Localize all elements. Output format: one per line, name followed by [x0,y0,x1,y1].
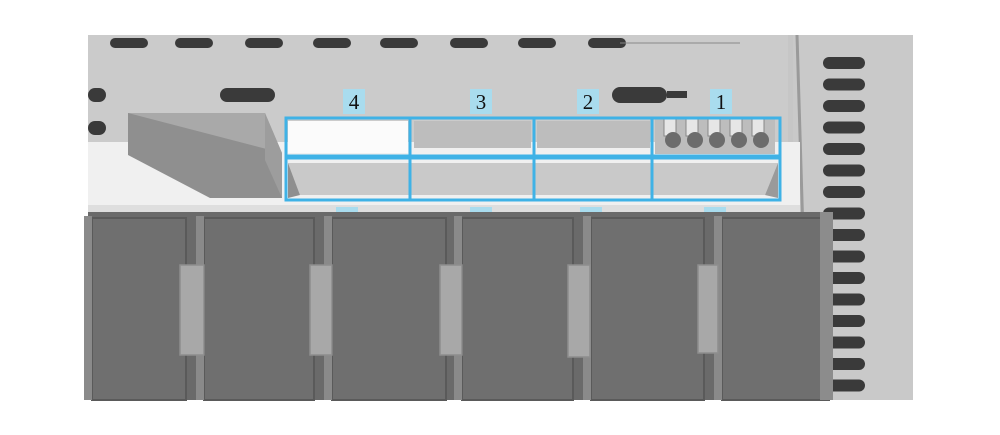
tube-rack [655,117,775,154]
grill-slot [823,358,865,370]
lower-right-edge [820,212,833,400]
tube-well [665,132,681,148]
trough-left-wall [288,163,300,198]
grill-slot [823,336,865,349]
lower-panels [84,212,833,401]
deck-hole [220,88,275,102]
carrier-panel [461,217,574,401]
grill-slot [823,57,865,69]
carrier-window [309,264,333,356]
deck-hole [313,38,351,48]
grill-slot [823,143,865,155]
slot-2-label: 2 [583,90,594,114]
deck-hole [380,38,418,48]
grill-slot [823,186,865,198]
tube-well [687,132,703,148]
grill-slot [823,121,865,134]
grill-slot [823,164,865,177]
slot-3-label-box [470,89,492,114]
deck-hole [612,87,667,103]
slot-1-label: 1 [716,90,727,114]
slot-4-label: 4 [349,90,360,114]
rack-tubes [663,117,769,148]
slot-4-label-box [343,89,365,114]
carrier-window [567,264,591,358]
slot-4-fill [288,121,408,153]
grill-slot [823,250,865,263]
carrier-panel [91,217,187,401]
slot-5-outline [650,156,782,202]
deck-hole [588,38,626,48]
tube-well [753,132,769,148]
slot-1-label-box [710,89,732,114]
slot-3-label: 3 [476,90,487,114]
slot-3-fill [414,121,531,148]
carrier-panel [721,217,830,401]
carrier-panel [203,217,315,401]
grill-slot [823,293,865,306]
carrier-divider [84,216,92,400]
slot-1-outline [650,116,782,158]
slot-2-fill [537,121,650,148]
carrier-window [697,264,719,354]
deck-hole [667,91,687,98]
deck-hole [110,38,148,48]
grill-slot [823,379,865,392]
deck-hole [450,38,488,48]
tray-side [128,113,282,198]
tray-end [265,113,282,198]
carrier-panel [590,217,705,401]
carrier-panel [331,217,447,401]
tube-well [709,132,725,148]
trough-right-wall [765,163,778,198]
slot-outlines [284,116,782,202]
deck-hole [88,88,106,102]
tube-well [731,132,747,148]
grill-slot [823,229,865,241]
deck-hole [518,38,556,48]
grill-slot [823,100,865,112]
grill-slot [823,315,865,327]
open-tray [128,113,282,198]
deck-holes [110,38,626,48]
slot-2-label-box [577,89,599,114]
grill-slots [823,57,865,392]
carrier-window [439,264,463,356]
deck-hole [175,38,213,48]
grill-slot [823,207,865,220]
deck-hole [88,121,106,135]
shelf-edge [88,205,800,212]
deck-hole [245,38,283,48]
grill-slot [823,272,865,284]
grill-slot [823,78,865,91]
carrier-window [179,264,205,356]
